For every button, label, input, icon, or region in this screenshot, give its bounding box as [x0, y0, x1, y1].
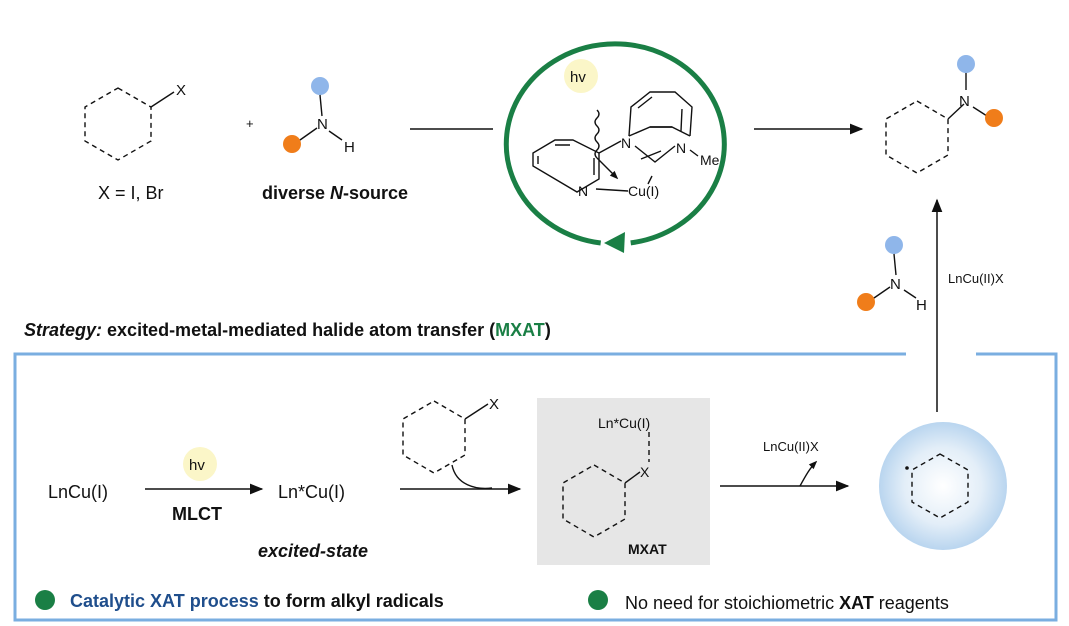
amine-n: N	[317, 116, 328, 133]
side-amine-h: H	[916, 297, 927, 314]
side-amine-n: N	[890, 276, 901, 293]
mech-substrate: X	[402, 396, 499, 474]
cycle-arrowhead	[604, 232, 625, 253]
amine-n-source: N H	[283, 77, 355, 156]
mech-hv-badge	[183, 447, 217, 481]
imidazole-n1: N	[621, 135, 631, 151]
strategy-frame	[13, 352, 1058, 622]
pyridine-n: N	[578, 183, 588, 199]
excited-state-label: excited-state	[258, 541, 368, 561]
product-blue-dot	[957, 55, 975, 73]
ts-x-label: X	[640, 464, 650, 480]
catalytic-cycle	[503, 41, 727, 253]
radical-dot	[905, 466, 909, 470]
strategy-heading: Strategy: excited-metal-mediated halide …	[24, 320, 551, 340]
radical-sphere	[879, 422, 1007, 550]
product-n: N	[959, 93, 970, 110]
methyl-label: Me	[700, 152, 720, 168]
bullet-dot-1	[35, 590, 55, 610]
curved-addition	[451, 464, 493, 490]
side-amine: N H	[857, 236, 927, 314]
hv-label: hv	[570, 69, 586, 86]
amine-product: N	[885, 55, 1003, 174]
copper-label: Cu(I)	[628, 183, 659, 199]
bullet-2: No need for stoichiometric XAT reagents	[625, 593, 949, 613]
imidazole-n2: N	[676, 140, 686, 156]
light-wavy-line	[594, 109, 600, 159]
byproduct-release	[799, 460, 818, 487]
ts-cu-label: Ln*Cu(I)	[598, 415, 650, 431]
copper-catalyst-structure: hv N N N Me Cu(I)	[532, 59, 720, 199]
byproduct-label: LnCu(II)X	[763, 439, 819, 454]
ts-mxat-label: MXAT	[628, 541, 667, 557]
substrate-x-label: X	[176, 82, 186, 99]
amine-h: H	[344, 139, 355, 156]
hv-badge	[564, 59, 598, 93]
blue-substituent-dot	[311, 77, 329, 95]
lncu-label: LnCu(I)	[48, 482, 108, 502]
side-orange-dot	[857, 293, 875, 311]
product-orange-dot	[985, 109, 1003, 127]
n-source-label: diverse N-source	[262, 183, 408, 203]
bullet-dot-2	[588, 590, 608, 610]
bullet-1: Catalytic XAT process to form alkyl radi…	[70, 591, 444, 611]
excited-cu-label: Ln*Cu(I)	[278, 482, 345, 502]
side-reagent-label: LnCu(II)X	[948, 271, 1004, 286]
side-blue-dot	[885, 236, 903, 254]
mech-hv-label: hv	[189, 457, 205, 474]
substrate-cyclohexyl-halide: X	[84, 82, 186, 161]
orange-substituent-dot	[283, 135, 301, 153]
plus-sign: +	[246, 116, 254, 131]
mlct-label: MLCT	[172, 504, 222, 524]
mech-substrate-x: X	[489, 396, 499, 413]
halide-label: X = I, Br	[98, 183, 164, 203]
